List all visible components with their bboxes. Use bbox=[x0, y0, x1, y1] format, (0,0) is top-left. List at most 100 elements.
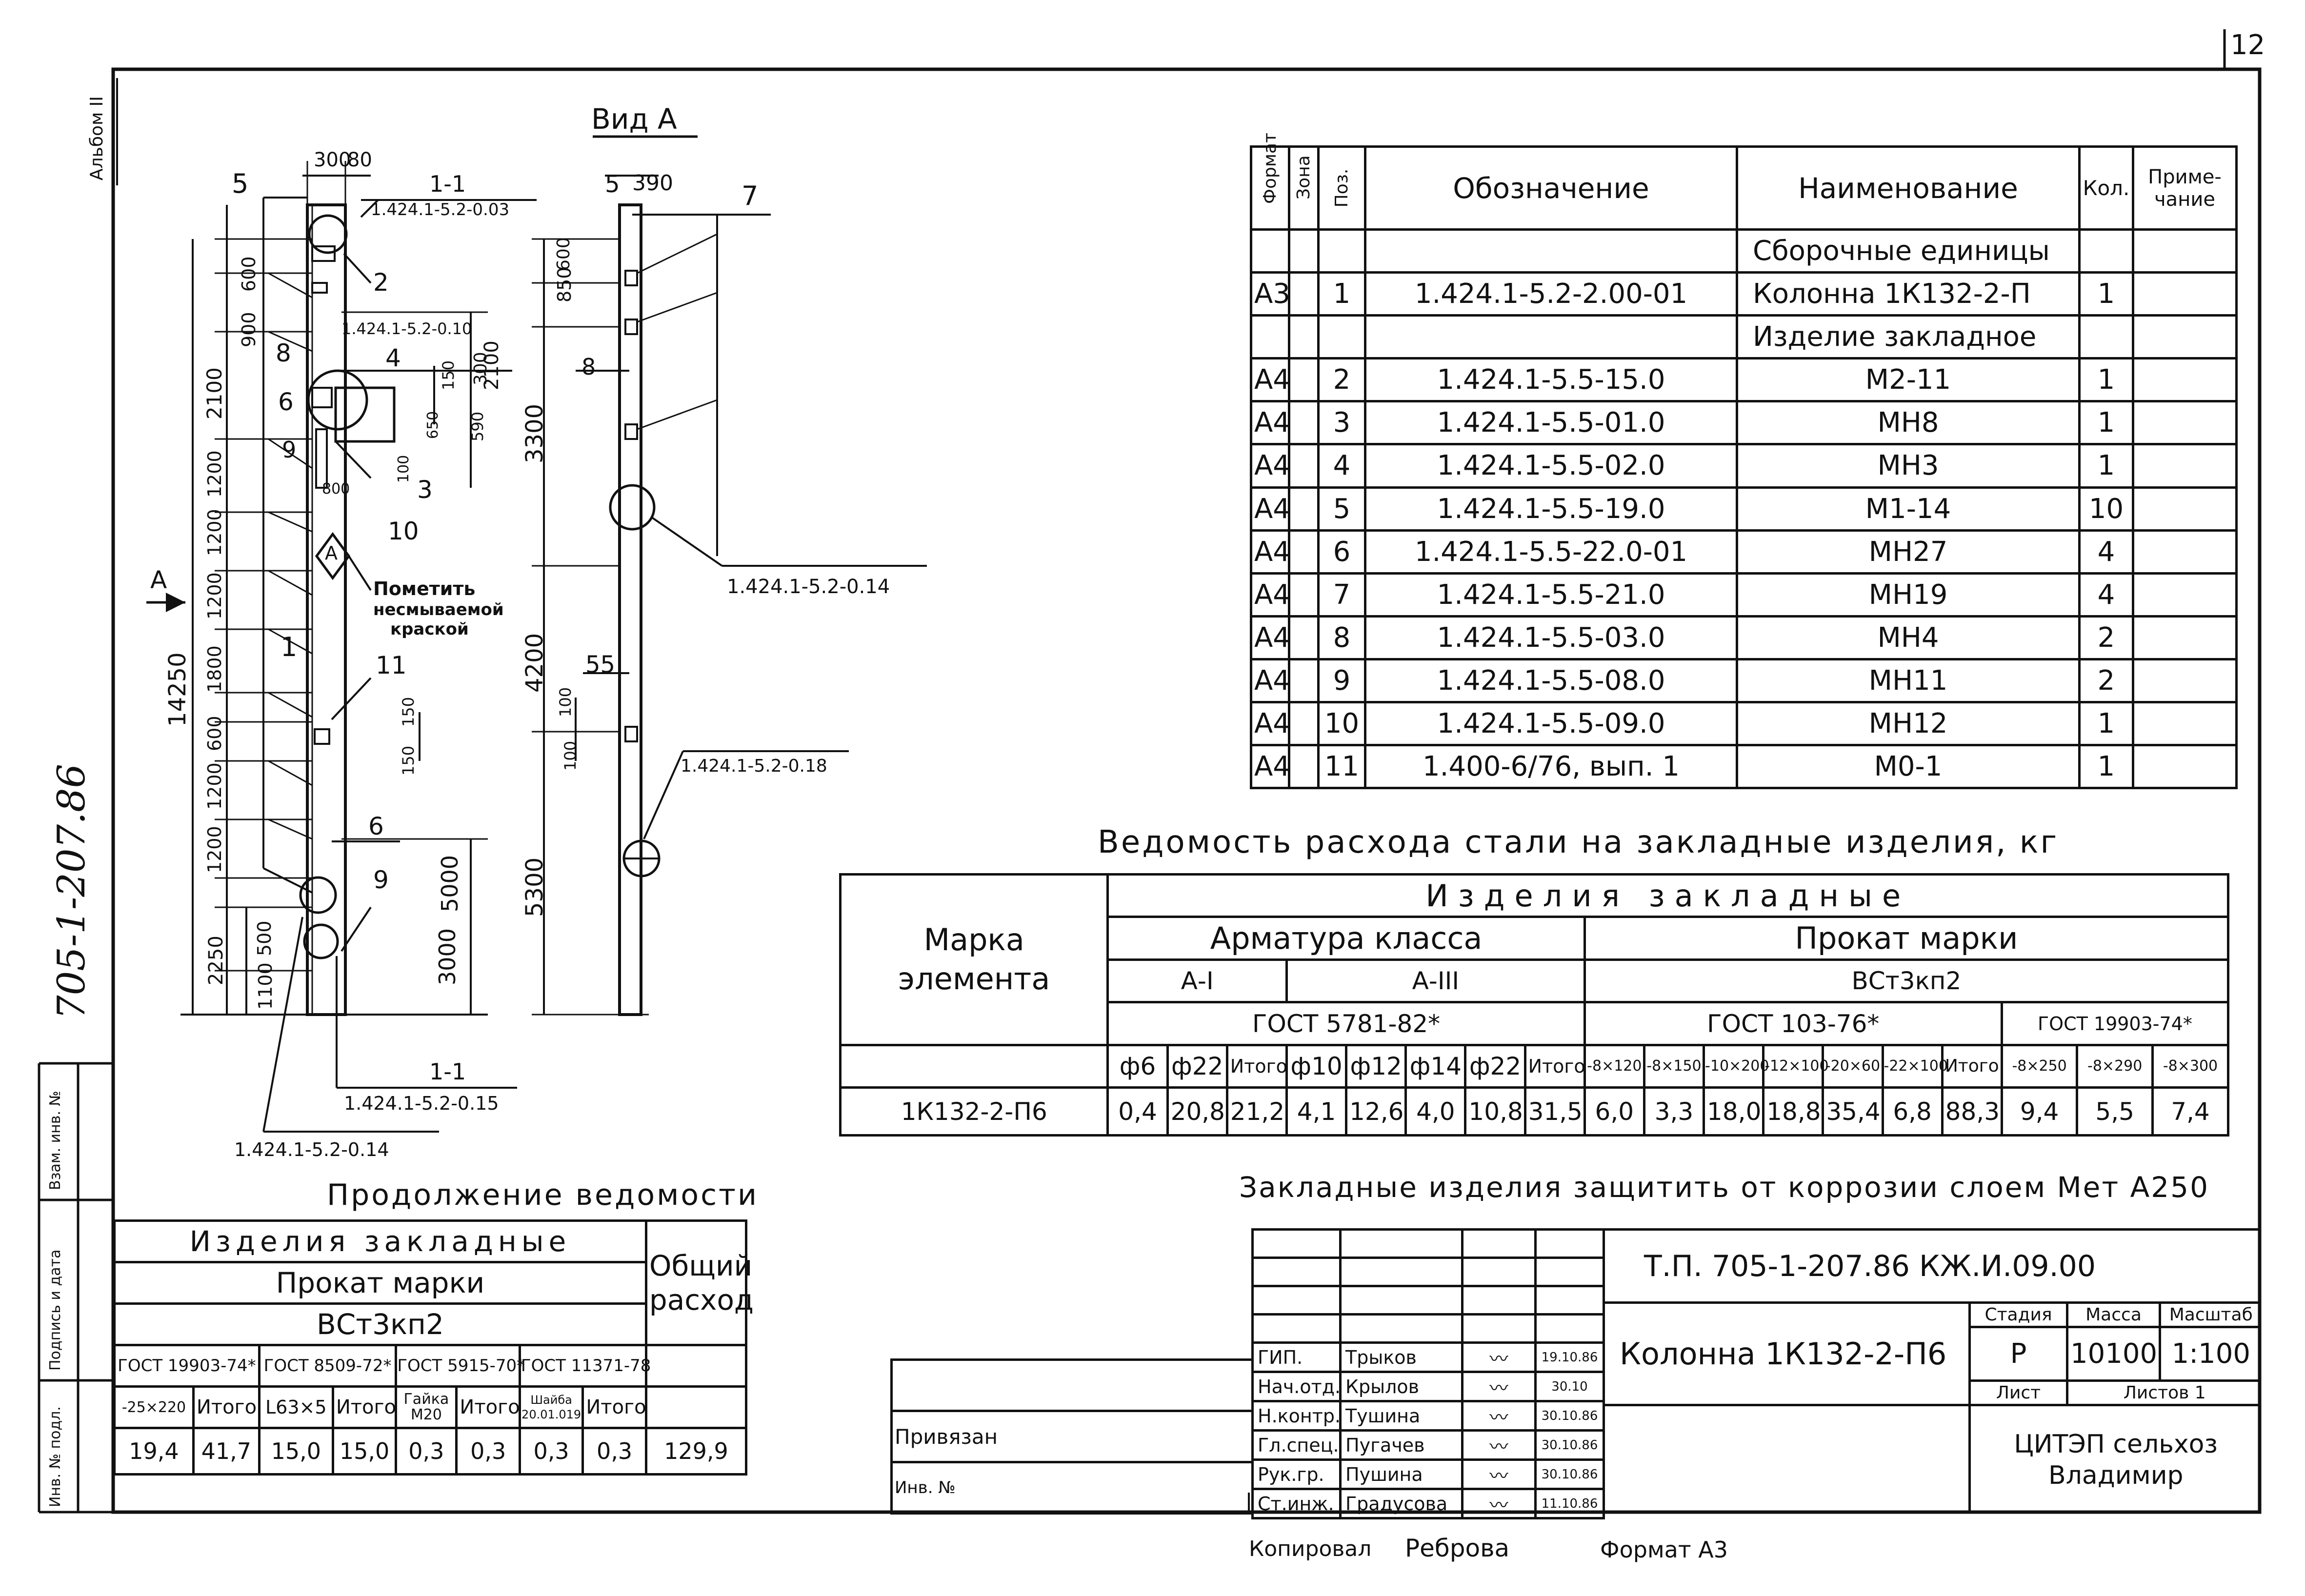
dim-r-5000: 5000 bbox=[437, 855, 463, 912]
mark-letter: А bbox=[325, 542, 338, 564]
signature-mark: 〰 bbox=[1489, 1465, 1508, 1487]
spec-cell: 1.424.1-5.5-19.0 bbox=[1364, 486, 1738, 532]
leader bbox=[637, 399, 718, 430]
spec-cell: 1 bbox=[2078, 400, 2134, 446]
steel-h-gost3: ГОСТ 19903-74* bbox=[2000, 1001, 2230, 1046]
cont-col: Итого bbox=[192, 1385, 261, 1429]
cont-col: L63×5 bbox=[258, 1385, 334, 1429]
steel-value: 0,4 bbox=[1106, 1086, 1169, 1137]
dim-r-590: 590 bbox=[468, 411, 487, 441]
stamp-podpis-data: Подпись и дата bbox=[47, 1249, 64, 1371]
title-sheets-label: Листов 1 bbox=[2065, 1379, 2261, 1406]
signer-name: Пугачев bbox=[1339, 1429, 1463, 1461]
steel-col: -8×300 bbox=[2151, 1043, 2230, 1089]
cont-gost: ГОСТ 11371-78 bbox=[518, 1344, 651, 1388]
steel-col: -12×100 bbox=[1762, 1043, 1829, 1089]
ref-018: 1.424.1-5.2-0.18 bbox=[681, 756, 827, 776]
spec-cell: 1.424.1-5.5-22.0-01 bbox=[1364, 529, 1738, 575]
note-line-3: краской bbox=[390, 619, 469, 639]
spec-cell: 6 bbox=[1317, 529, 1366, 575]
cont-col: Итого bbox=[581, 1385, 647, 1429]
spec-cell: 2 bbox=[1317, 357, 1366, 403]
view-a-plate bbox=[624, 270, 638, 286]
cont-value: 15,0 bbox=[331, 1427, 398, 1476]
steel-value: 6,8 bbox=[1881, 1086, 1944, 1137]
steel-value: 88,3 bbox=[1941, 1086, 2003, 1137]
dim-1800: 1800 bbox=[204, 645, 225, 693]
dim-s-150-c: 150 bbox=[399, 745, 418, 776]
plate-mark bbox=[315, 428, 328, 489]
pos-label: 10 bbox=[388, 517, 419, 545]
cont-row-gost: ГОСТ 19903-74* ГОСТ 8509-72* ГОСТ 5915-7… bbox=[113, 1344, 748, 1388]
title-name: Колонна 1К132-2-П6 bbox=[1603, 1301, 1971, 1406]
dim-s-100: 100 bbox=[395, 455, 412, 483]
steel-col: ф22 bbox=[1166, 1043, 1228, 1089]
title-org-line1: ЦИТЭП сельхоз bbox=[2014, 1429, 2218, 1459]
title-mass: 10100 bbox=[2066, 1326, 2161, 1382]
steel-h-group: Изделия закладные bbox=[1106, 873, 2229, 918]
spec-cell: МН27 bbox=[1736, 529, 2081, 575]
spec-h-designation: Обозначение bbox=[1364, 145, 1738, 231]
ref-010: 1.424.1-5.2-0.10 bbox=[341, 319, 472, 338]
view-a bbox=[532, 135, 927, 1016]
detail-circle bbox=[303, 923, 339, 959]
spec-cell: 1 bbox=[2078, 443, 2134, 489]
ref-014-view: 1.424.1-5.2-0.14 bbox=[727, 576, 890, 598]
signer-date: 30.10 bbox=[1534, 1371, 1605, 1402]
table-row: Гл.спец.Пугачев〰30.10.86 bbox=[1251, 1429, 1605, 1461]
title-scale: 1:100 bbox=[2158, 1326, 2261, 1382]
steel-col: Итого bbox=[1523, 1043, 1586, 1089]
pos-label: 3 bbox=[417, 476, 433, 504]
spec-section-assembly: Сборочные единицы bbox=[1736, 228, 2081, 274]
steel-value: 21,2 bbox=[1225, 1086, 1288, 1137]
signature-mark: 〰 bbox=[1489, 1348, 1508, 1370]
steel-row-group: Марка элемента Изделия закладные bbox=[839, 873, 2229, 1046]
steel-col: ф12 bbox=[1345, 1043, 1407, 1089]
dim-1200-e: 1200 bbox=[204, 826, 225, 873]
steel-value: 4,0 bbox=[1404, 1086, 1467, 1137]
spec-cell: 3 bbox=[1317, 400, 1366, 446]
table-row: Н.контр.Тушина〰30.10.86 bbox=[1251, 1400, 1605, 1432]
leader bbox=[268, 511, 313, 533]
plate-mark bbox=[314, 728, 330, 745]
spec-cell: 1.424.1-5.5-03.0 bbox=[1364, 615, 1738, 660]
spec-cell: 1 bbox=[2078, 357, 2134, 403]
dim-v-100-a: 100 bbox=[556, 687, 575, 717]
album-label: Альбом II bbox=[87, 96, 107, 180]
steel-value: 4,1 bbox=[1285, 1086, 1348, 1137]
spec-cell: А4 bbox=[1250, 743, 1290, 790]
steel-h-rebar: Арматура класса bbox=[1106, 916, 1586, 961]
dim-s-650: 650 bbox=[424, 411, 441, 439]
pos-label: 11 bbox=[376, 651, 407, 679]
view-a-detail-circle bbox=[609, 484, 656, 531]
spec-h-format: Формат bbox=[1250, 133, 1290, 231]
dim-1200-b: 1200 bbox=[204, 509, 225, 556]
spec-cell: А4 bbox=[1250, 529, 1290, 575]
view-a-plate bbox=[624, 726, 638, 742]
signer-role: Нач.отд. bbox=[1251, 1371, 1342, 1402]
dim-s-150-b: 150 bbox=[399, 697, 418, 727]
spec-cell: 1.424.1-5.5-01.0 bbox=[1364, 400, 1738, 446]
pos-label: 6 bbox=[278, 388, 294, 416]
view-a-title: Вид А bbox=[591, 102, 677, 136]
spec-h-format-text: Формат bbox=[1260, 133, 1280, 204]
dim-600-b: 600 bbox=[204, 716, 225, 751]
title-stage: Р bbox=[1968, 1326, 2068, 1382]
leader bbox=[268, 760, 313, 786]
dim-2250: 2250 bbox=[205, 936, 227, 985]
cont-col: Итого bbox=[331, 1385, 398, 1429]
binding-block: Привязан Инв. № bbox=[890, 1358, 1251, 1515]
signature-mark: 〰 bbox=[1489, 1407, 1508, 1428]
title-org: ЦИТЭП сельхоз Владимир bbox=[1968, 1404, 2261, 1514]
spec-cell: А4 bbox=[1250, 443, 1290, 489]
spec-cell: 1 bbox=[2078, 743, 2134, 790]
steel-h-grade: ВСт3кп2 bbox=[1583, 958, 2230, 1004]
footer-copied-name: Реброва bbox=[1405, 1534, 1510, 1562]
steel-value: 31,5 bbox=[1523, 1086, 1586, 1137]
steel-table: Марка элемента Изделия закладные Арматур… bbox=[839, 873, 2230, 1137]
leader bbox=[268, 438, 313, 469]
leader bbox=[360, 199, 379, 218]
dim-total-14250: 14250 bbox=[164, 652, 191, 727]
